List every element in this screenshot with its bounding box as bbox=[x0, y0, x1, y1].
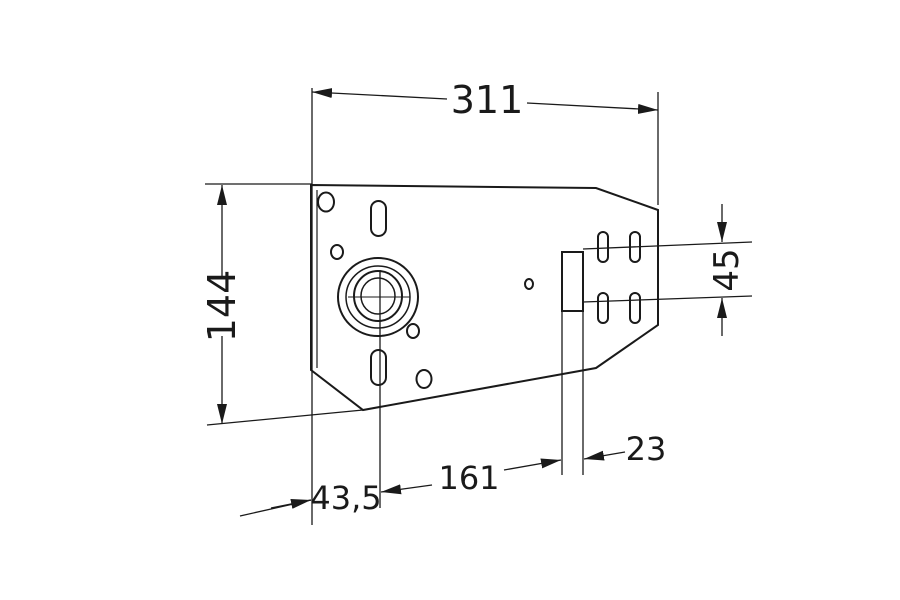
slot-r4 bbox=[629, 292, 641, 324]
slot-bottom bbox=[370, 349, 387, 386]
slot-r3 bbox=[597, 292, 609, 324]
dim-hole-to-tab: 161 bbox=[438, 459, 499, 497]
mounting-holes bbox=[317, 191, 534, 389]
hole-lower-right bbox=[406, 323, 420, 339]
dim-slot-spacing: 45 bbox=[707, 248, 747, 291]
hole-small bbox=[524, 278, 534, 290]
hub-slots bbox=[370, 200, 387, 386]
slot-top bbox=[370, 200, 387, 237]
dim-hole-offset: 43,5 bbox=[310, 479, 381, 517]
dim-overall-width: 311 bbox=[451, 78, 524, 122]
extension-lines bbox=[205, 88, 753, 525]
bearing-hub bbox=[337, 257, 419, 337]
tab-cutout bbox=[561, 251, 584, 312]
dim-tab-width: 23 bbox=[626, 430, 667, 468]
dimension-lines bbox=[217, 88, 727, 509]
right-slots bbox=[597, 231, 641, 324]
dim-overall-height: 144 bbox=[200, 270, 244, 343]
hole-mid-left bbox=[330, 244, 344, 260]
hole-top-left bbox=[317, 191, 335, 213]
slot-r1 bbox=[597, 231, 609, 263]
bracket-plate bbox=[310, 183, 659, 412]
hole-bottom bbox=[415, 369, 433, 389]
